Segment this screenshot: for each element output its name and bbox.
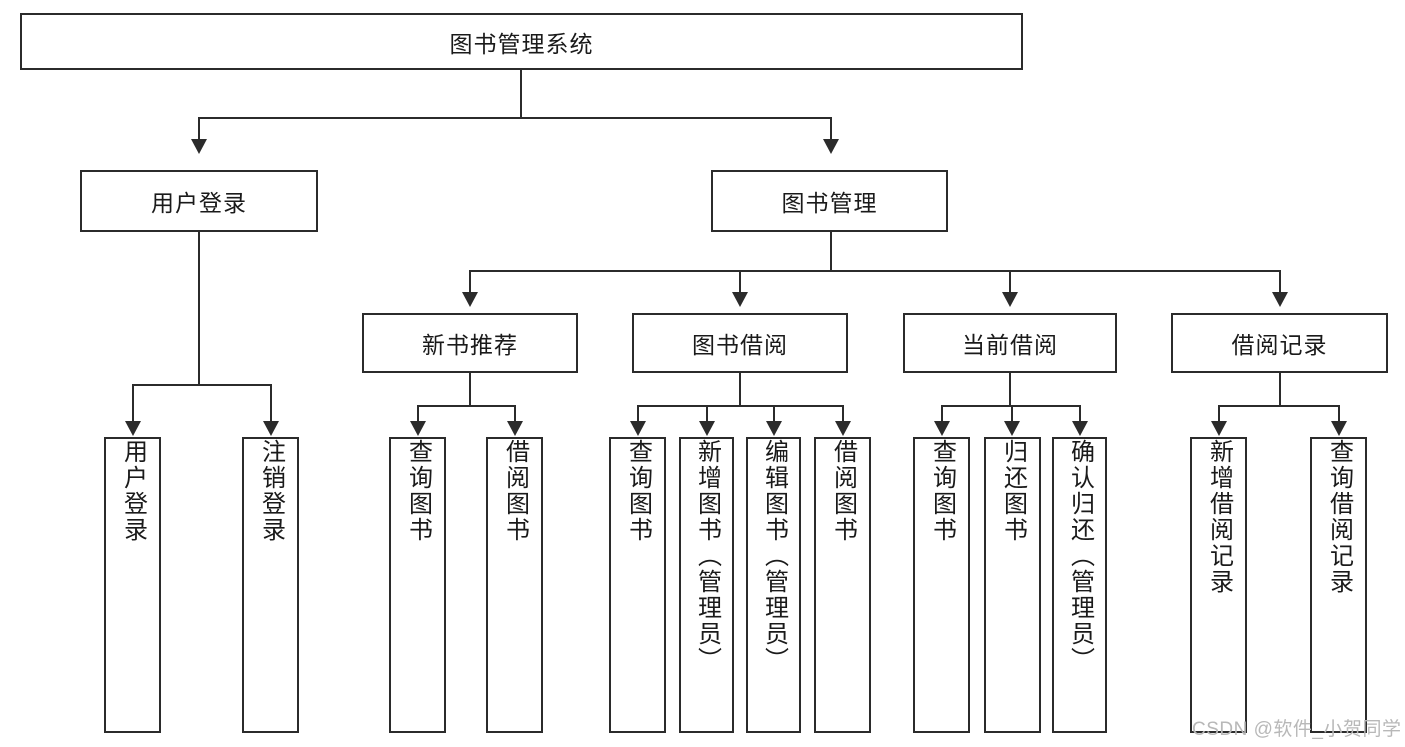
connector-newbook-leaf2	[514, 405, 516, 422]
node-current-borrow[interactable]: 当前借阅	[903, 313, 1117, 373]
leaf-query-book-borrow-label: 查询图书	[624, 439, 652, 543]
arrow-bookmgmt-to-current	[1002, 292, 1018, 307]
connector-root-to-user	[198, 117, 200, 140]
connector-bookborrow-bar	[637, 405, 843, 407]
arrow-bookmgmt-to-record	[1272, 292, 1288, 307]
node-book-management[interactable]: 图书管理	[711, 170, 948, 232]
leaf-add-borrow-record-label: 新增借阅记录	[1205, 439, 1233, 595]
leaf-borrow-book-label: 借阅图书	[829, 439, 857, 543]
arrow-bookmgmt-to-newbook	[462, 292, 478, 307]
leaf-return-book-label: 归还图书	[999, 439, 1027, 543]
arrow-currentborrow-leaf3	[1072, 421, 1088, 436]
leaf-add-book-admin-label: 新增图书（管理员）	[693, 439, 721, 673]
node-root[interactable]: 图书管理系统	[20, 13, 1023, 70]
connector-newbook-stem	[469, 373, 471, 406]
arrow-newbook-leaf2	[507, 421, 523, 436]
leaf-query-book-recommend[interactable]: 查询图书	[389, 437, 446, 733]
connector-borrowrecord-leaf1	[1218, 405, 1220, 422]
connector-bookmgmt-to-current	[1009, 270, 1011, 293]
node-borrow-record-label: 借阅记录	[1231, 332, 1328, 358]
arrow-bookborrow-leaf2	[699, 421, 715, 436]
node-book-borrow-label: 图书借阅	[692, 332, 788, 358]
connector-root-stem	[520, 70, 522, 118]
leaf-confirm-return-admin-label: 确认归还（管理员）	[1066, 439, 1094, 673]
leaf-user-logout[interactable]: 注销登录	[242, 437, 299, 733]
arrow-bookborrow-leaf4	[835, 421, 851, 436]
leaf-user-login-label: 用户登录	[119, 439, 147, 543]
connector-borrowrecord-stem	[1279, 373, 1281, 406]
node-root-label: 图书管理系统	[449, 30, 594, 57]
node-borrow-record[interactable]: 借阅记录	[1171, 313, 1388, 373]
node-user-login-label: 用户登录	[151, 190, 247, 216]
leaf-borrow-book-recommend-label: 借阅图书	[501, 439, 529, 543]
connector-bookmgmt-to-record	[1279, 270, 1281, 293]
arrow-borrowrecord-leaf2	[1331, 421, 1347, 436]
connector-bookmgmt-to-borrow	[739, 270, 741, 293]
node-book-management-label: 图书管理	[781, 190, 878, 216]
connector-newbook-leaf1	[417, 405, 419, 422]
connector-user-leaf1	[132, 384, 134, 422]
leaf-user-logout-label: 注销登录	[257, 439, 285, 543]
leaf-query-book-recommend-label: 查询图书	[404, 439, 432, 543]
leaf-add-book-admin[interactable]: 新增图书（管理员）	[679, 437, 734, 733]
connector-user-stem	[198, 232, 200, 385]
connector-bookmgmt-to-newbook	[469, 270, 471, 293]
leaf-query-borrow-record-label: 查询借阅记录	[1325, 439, 1353, 595]
arrow-user-leaf2	[263, 421, 279, 436]
arrow-root-to-book	[823, 139, 839, 154]
leaf-query-book-borrow[interactable]: 查询图书	[609, 437, 666, 733]
connector-bookmgmt-bar	[469, 270, 1280, 272]
connector-user-leaf2	[270, 384, 272, 422]
arrow-root-to-user	[191, 139, 207, 154]
node-current-borrow-label: 当前借阅	[962, 332, 1058, 358]
arrow-user-leaf1	[125, 421, 141, 436]
leaf-query-book-current-label: 查询图书	[928, 439, 956, 543]
leaf-edit-book-admin-label: 编辑图书（管理员）	[760, 439, 788, 673]
connector-bookborrow-stem	[739, 373, 741, 406]
leaf-user-login[interactable]: 用户登录	[104, 437, 161, 733]
connector-borrowrecord-bar	[1218, 405, 1340, 407]
leaf-add-borrow-record[interactable]: 新增借阅记录	[1190, 437, 1247, 733]
connector-bookborrow-leaf1	[637, 405, 639, 422]
leaf-confirm-return-admin[interactable]: 确认归还（管理员）	[1052, 437, 1107, 733]
leaf-edit-book-admin[interactable]: 编辑图书（管理员）	[746, 437, 801, 733]
arrow-newbook-leaf1	[410, 421, 426, 436]
connector-bookborrow-leaf4	[842, 405, 844, 422]
connector-currentborrow-leaf1	[941, 405, 943, 422]
leaf-query-borrow-record[interactable]: 查询借阅记录	[1310, 437, 1367, 733]
connector-currentborrow-leaf3	[1079, 405, 1081, 422]
arrow-currentborrow-leaf2	[1004, 421, 1020, 436]
node-new-book-recommend[interactable]: 新书推荐	[362, 313, 578, 373]
connector-newbook-bar	[417, 405, 515, 407]
connector-root-bar	[198, 117, 832, 119]
leaf-query-book-current[interactable]: 查询图书	[913, 437, 970, 733]
connector-bookborrow-leaf2	[706, 405, 708, 422]
connector-root-to-book	[830, 117, 832, 140]
connector-user-bar	[132, 384, 271, 386]
connector-bookmgmt-stem	[830, 232, 832, 271]
connector-borrowrecord-leaf2	[1338, 405, 1340, 422]
arrow-bookborrow-leaf3	[766, 421, 782, 436]
node-user-login[interactable]: 用户登录	[80, 170, 318, 232]
arrow-borrowrecord-leaf1	[1211, 421, 1227, 436]
leaf-borrow-book-recommend[interactable]: 借阅图书	[486, 437, 543, 733]
connector-bookborrow-leaf3	[773, 405, 775, 422]
arrow-bookborrow-leaf1	[630, 421, 646, 436]
node-new-book-recommend-label: 新书推荐	[422, 332, 518, 358]
connector-currentborrow-leaf2	[1011, 405, 1013, 422]
connector-currentborrow-bar	[941, 405, 1080, 407]
node-book-borrow[interactable]: 图书借阅	[632, 313, 848, 373]
connector-currentborrow-stem	[1009, 373, 1011, 406]
leaf-borrow-book[interactable]: 借阅图书	[814, 437, 871, 733]
leaf-return-book[interactable]: 归还图书	[984, 437, 1041, 733]
arrow-currentborrow-leaf1	[934, 421, 950, 436]
csdn-watermark: CSDN @软件_小贺同学	[1192, 719, 1402, 740]
arrow-bookmgmt-to-borrow	[732, 292, 748, 307]
